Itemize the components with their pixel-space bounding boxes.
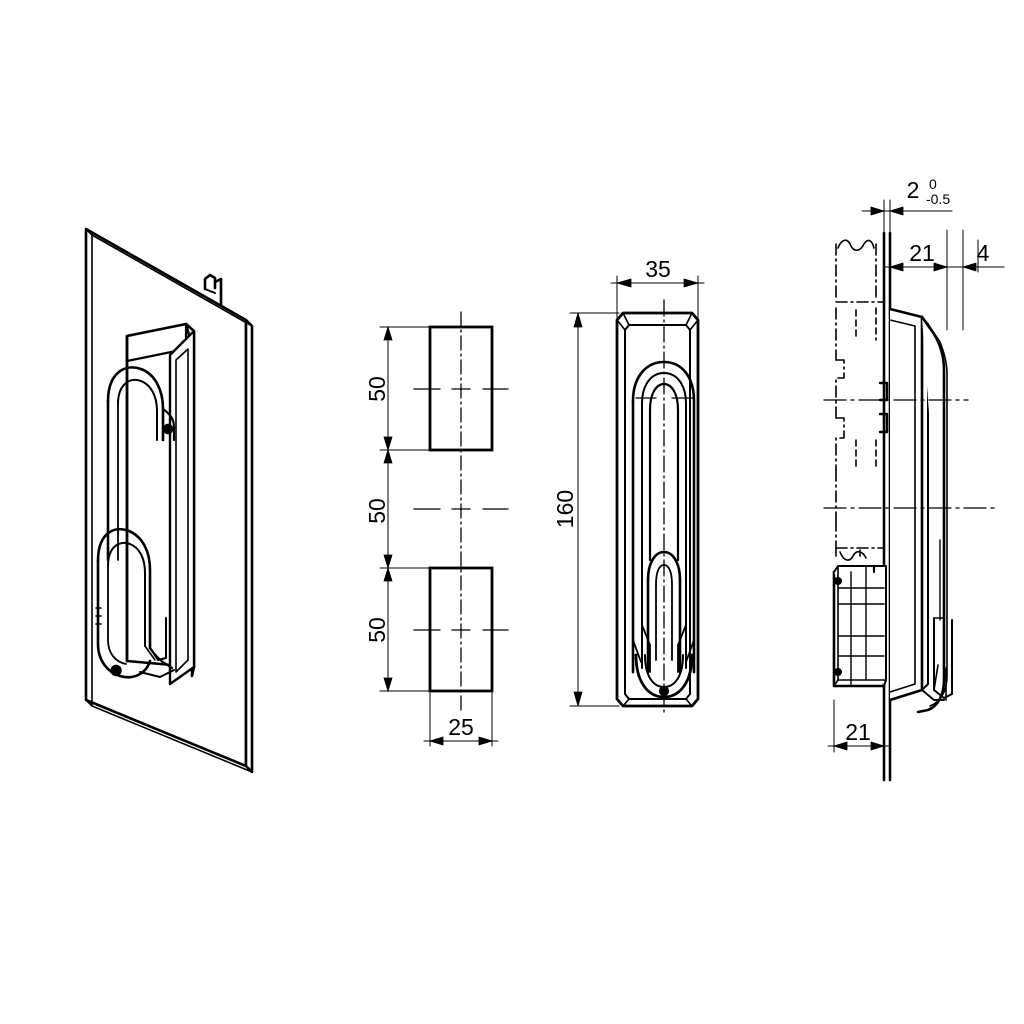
dim-front-height: 160 (552, 312, 583, 707)
front-corner-chamfers (616, 312, 699, 707)
iso-handle-lower (95, 528, 174, 679)
dim-label-panel-thickness: 2 (907, 177, 920, 203)
dim-handle-projection: 21 (883, 240, 959, 272)
dim-label-cutout-width: 25 (448, 714, 474, 740)
dim-panel-thickness: 2 0 -0.5 (861, 176, 953, 216)
cutout-view: 50 50 50 25 (364, 311, 509, 747)
dim-cutout-gap: 50 (364, 448, 393, 570)
iso-handle-tip (139, 609, 175, 678)
cutout-extension-lines (379, 326, 493, 747)
cutout-centre-marks (413, 388, 509, 631)
front-view: 35 160 (552, 256, 705, 717)
side-lock-body (832, 564, 887, 688)
dim-label-body-depth: 21 (845, 719, 871, 745)
isometric-view (84, 227, 254, 774)
dim-cutout-height-bottom: 50 (364, 566, 393, 693)
dim-handle-lip: 4 (957, 240, 1005, 272)
front-grip-lower-hoop (646, 550, 682, 674)
dim-label-cutout-height-bottom: 50 (364, 617, 390, 643)
side-view: 2 0 -0.5 21 4 21 (823, 176, 1005, 782)
dim-label-handle-lip: 4 (977, 240, 990, 266)
side-handle-profile (916, 315, 953, 714)
dim-cutout-height-top: 50 (364, 325, 393, 452)
dim-cutout-width: 25 (423, 714, 499, 746)
side-extension-lines (833, 199, 979, 753)
dim-label-cutout-gap: 50 (364, 498, 390, 524)
dim-label-cutout-height-top: 50 (364, 376, 390, 402)
dim-label-front-width: 35 (645, 256, 671, 282)
iso-bezel-flange (168, 329, 196, 686)
dim-label-panel-tolerance-lower: -0.5 (926, 191, 950, 207)
side-hidden-mechanism (835, 239, 889, 561)
dim-label-front-height: 160 (552, 490, 578, 528)
front-grip-taper (632, 624, 695, 673)
iso-panel-clip (203, 273, 223, 308)
side-centrelines (823, 399, 999, 509)
iso-handle-upper (106, 366, 176, 562)
dim-front-width: 35 (610, 256, 705, 288)
side-escutcheon-profile (888, 307, 929, 702)
dim-label-handle-projection: 21 (909, 240, 935, 266)
dim-body-depth: 21 (827, 719, 891, 751)
dim-label-panel-tolerance-upper: 0 (929, 176, 937, 192)
